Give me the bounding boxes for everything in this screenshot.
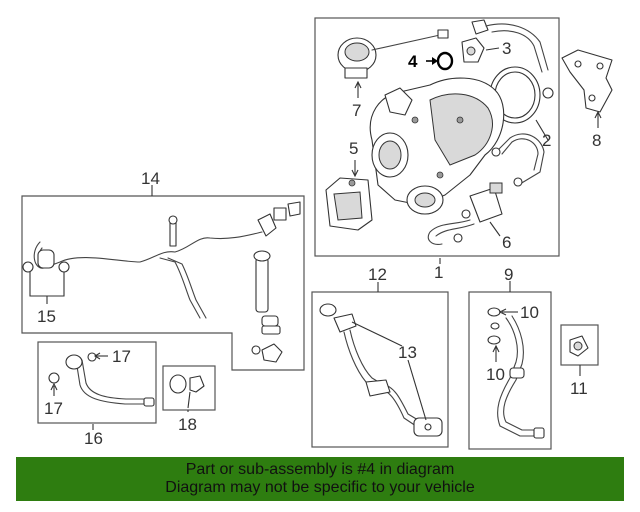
banner-line-1: Part or sub-assembly is #4 in diagram — [185, 461, 455, 478]
wastegate-actuator[interactable] — [337, 29, 449, 79]
leader-lines — [29, 47, 602, 430]
callout-10-bottom[interactable]: 10 — [486, 365, 505, 384]
callout-1[interactable]: 1 — [434, 263, 443, 282]
callout-13[interactable]: 13 — [398, 343, 417, 362]
callout-12[interactable]: 12 — [368, 265, 387, 284]
callout-14[interactable]: 14 — [141, 169, 160, 188]
callout-2[interactable]: 2 — [542, 131, 551, 150]
callout-17-right[interactable]: 17 — [112, 347, 131, 366]
callout-9[interactable]: 9 — [504, 265, 513, 284]
oil-feed-group — [21, 195, 305, 371]
callout-6[interactable]: 6 — [502, 233, 511, 252]
callout-numbers: 7 4 3 2 8 5 6 1 14 15 17 17 16 18 12 13 … — [37, 39, 601, 448]
oil-return-group — [311, 291, 449, 448]
valve-part-6[interactable] — [427, 182, 503, 245]
callout-4[interactable]: 4 — [408, 52, 418, 71]
callout-3[interactable]: 3 — [502, 39, 511, 58]
turbo-body[interactable] — [369, 77, 505, 215]
callout-8[interactable]: 8 — [592, 131, 601, 150]
callout-5[interactable]: 5 — [349, 139, 358, 158]
callout-10-top[interactable]: 10 — [520, 303, 539, 322]
info-banner: Part or sub-assembly is #4 in diagram Di… — [16, 457, 624, 501]
callout-7[interactable]: 7 — [352, 101, 361, 120]
callout-17-left[interactable]: 17 — [44, 399, 63, 418]
callout-16[interactable]: 16 — [84, 429, 103, 448]
oil-feed-box — [21, 195, 305, 371]
coolant-line-group — [468, 291, 552, 450]
bracket-part-8[interactable] — [561, 49, 613, 113]
turbocharger-group — [314, 17, 560, 257]
callout-18[interactable]: 18 — [178, 415, 197, 434]
callout-11[interactable]: 11 — [570, 379, 588, 398]
bracket-part-5[interactable] — [325, 177, 373, 231]
callout-15[interactable]: 15 — [37, 307, 56, 326]
banner-line-2: Diagram may not be specific to your vehi… — [165, 479, 475, 496]
plug-group-11 — [560, 324, 599, 366]
fitting-part-3[interactable] — [461, 19, 489, 63]
